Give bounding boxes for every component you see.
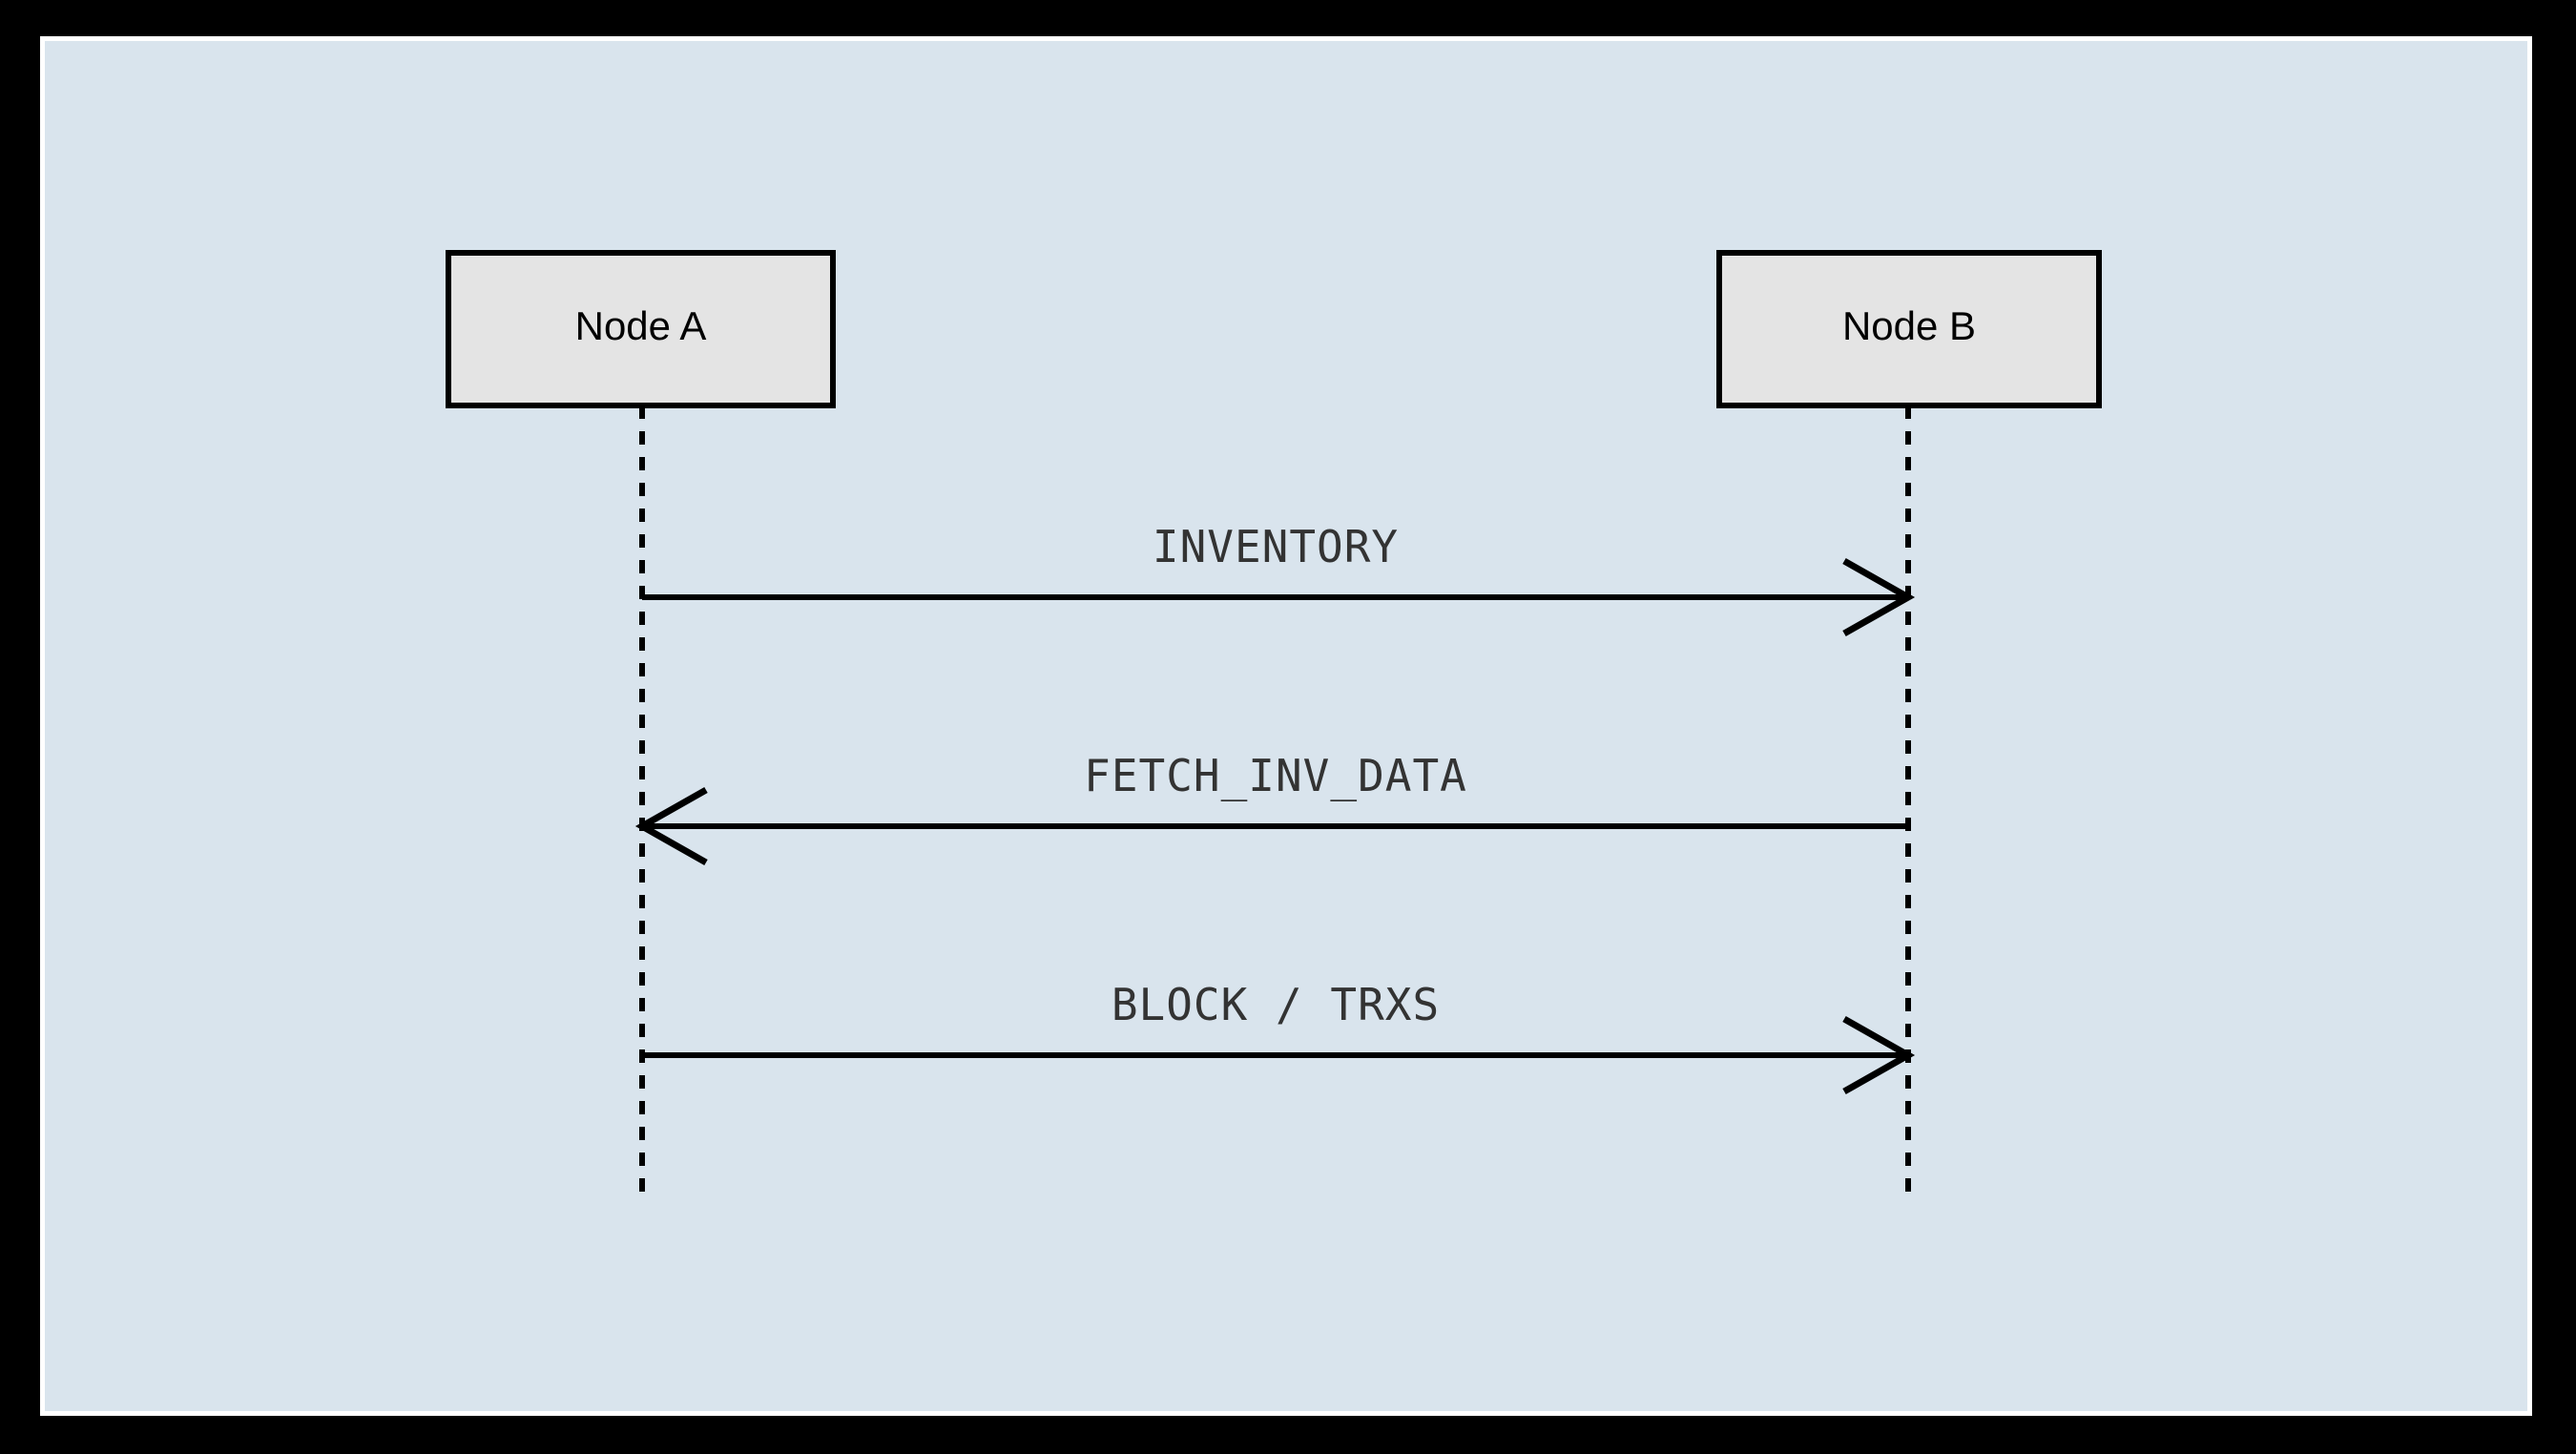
arrowhead-right-inventory (1842, 557, 1916, 637)
participant-label-node-b: Node B (1842, 303, 1976, 348)
participant-label-node-a: Node A (575, 303, 707, 348)
message-fetch-inv-data[interactable]: FETCH_INV_DATA (634, 750, 1908, 866)
participant-box-node-a[interactable] (446, 250, 836, 408)
participant-node-a[interactable]: Node A (446, 250, 836, 408)
message-label-fetch-inv-data: FETCH_INV_DATA (1084, 750, 1467, 801)
arrowhead-left-fetch-inv-data (634, 786, 708, 866)
participant-node-b[interactable]: Node B (1716, 250, 2102, 408)
participant-box-node-b[interactable] (1716, 250, 2102, 408)
lifelines (639, 405, 1911, 1199)
arrowhead-right-block-trxs (1842, 1015, 1916, 1095)
message-block-trxs[interactable]: BLOCK / TRXS (642, 979, 1916, 1095)
message-inventory[interactable]: INVENTORY (642, 521, 1916, 637)
message-label-inventory: INVENTORY (1153, 521, 1399, 572)
diagram-canvas: Node A Node B INVENTORY FETCH_INV_DATA (40, 36, 2532, 1416)
sequence-diagram: Node A Node B INVENTORY FETCH_INV_DATA (446, 250, 2102, 1199)
message-label-block-trxs: BLOCK / TRXS (1111, 979, 1440, 1030)
